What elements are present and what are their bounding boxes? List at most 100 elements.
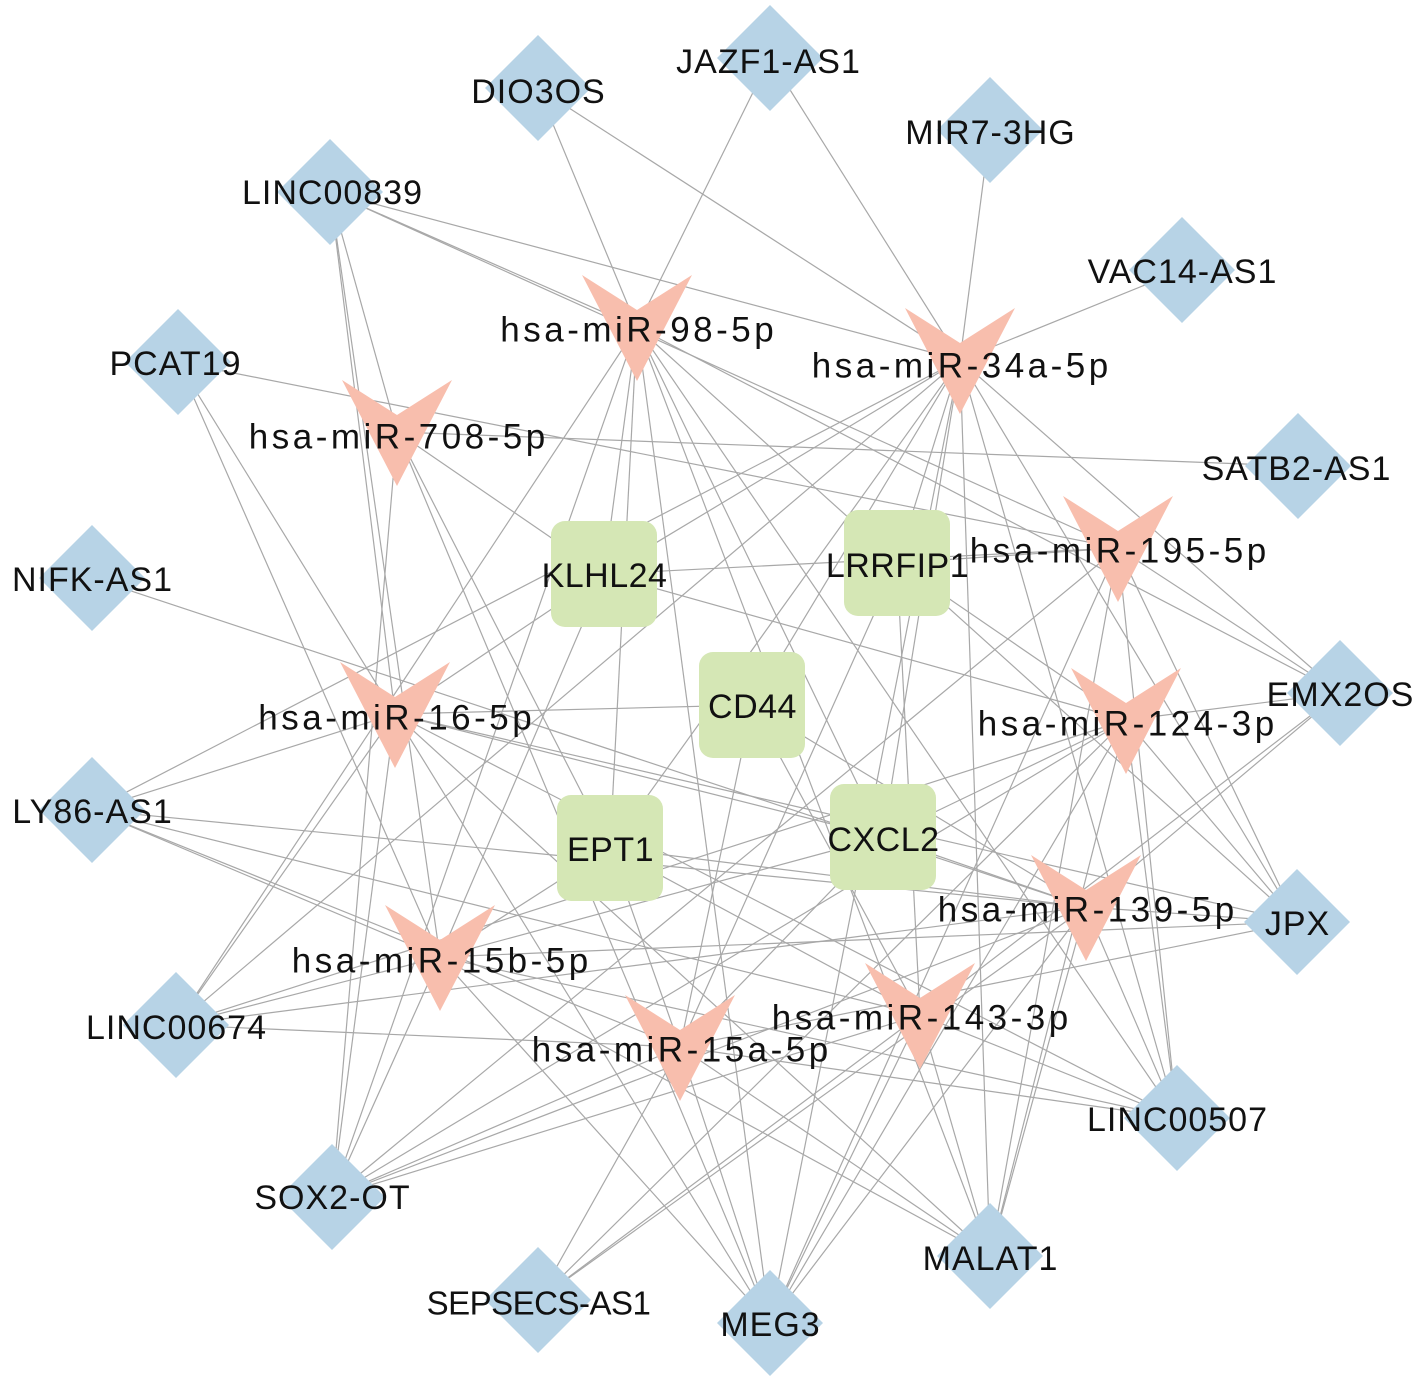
lncrna-node-jazf1-as1-label: JAZF1-AS1 bbox=[676, 43, 861, 81]
edge-hsa-mir-16-5p--sox2-ot bbox=[331, 713, 396, 1198]
edge-hsa-mir-139-5p--sepsecs-as1 bbox=[537, 906, 1087, 1301]
edge-hsa-mir-124-3p--malat1 bbox=[989, 719, 1127, 1257]
edge-hsa-mir-34a-5p--jpx bbox=[959, 359, 1298, 923]
mirna-node-hsa-mir-708-5p bbox=[342, 380, 452, 486]
mirna-node-hsa-mir-708-5p-label: hsa-miR-708-5p bbox=[249, 418, 549, 457]
lncrna-node-emx2os bbox=[1287, 640, 1393, 746]
lncrna-node-jazf1-as1 bbox=[717, 5, 823, 111]
edge-hsa-mir-15b-5p--malat1 bbox=[439, 956, 991, 1257]
mirna-node-hsa-mir-124-3p-label: hsa-miR-124-3p bbox=[978, 705, 1278, 744]
lncrna-node-malat1 bbox=[937, 1203, 1043, 1309]
lncrna-node-jpx bbox=[1244, 869, 1350, 975]
lncrna-node-linc00507 bbox=[1124, 1065, 1230, 1171]
mirna-node-hsa-mir-15b-5p bbox=[385, 905, 495, 1011]
edge-hsa-mir-16-5p--pcat19 bbox=[177, 361, 396, 715]
edge-hsa-mir-124-3p--sepsecs-as1 bbox=[537, 719, 1127, 1301]
lncrna-node-ly86-as1-label: LY86-AS1 bbox=[12, 793, 172, 831]
mrna-node-klhl24-label: KLHL24 bbox=[542, 557, 668, 595]
lncrna-node-sepsecs-as1-label: SEPSECS-AS1 bbox=[427, 1285, 651, 1322]
lncrna-node-mir7-3hg-label: MIR7-3HG bbox=[905, 114, 1075, 152]
edge-hsa-mir-708-5p--ept1 bbox=[396, 431, 611, 849]
lncrna-node-sox2-ot-label: SOX2-OT bbox=[254, 1179, 410, 1217]
lncrna-node-linc00674 bbox=[123, 972, 229, 1078]
mirna-node-hsa-mir-15a-5p bbox=[625, 995, 735, 1101]
edge-hsa-mir-124-3p--linc00507 bbox=[1125, 719, 1178, 1119]
edge-hsa-mir-34a-5p--jazf1-as1 bbox=[769, 57, 961, 361]
lncrna-node-linc00839 bbox=[277, 139, 383, 245]
mrna-node-klhl24 bbox=[551, 521, 657, 627]
edge-hsa-mir-15b-5p--sox2-ot bbox=[331, 956, 441, 1198]
edge-hsa-mir-98-5p--sox2-ot bbox=[331, 326, 638, 1198]
lncrna-node-jpx-label: JPX bbox=[1265, 905, 1330, 943]
mirna-node-hsa-mir-98-5p-label: hsa-miR-98-5p bbox=[500, 311, 777, 350]
edge-hsa-mir-98-5p--emx2os bbox=[636, 326, 1341, 694]
edge-hsa-mir-15a-5p--sepsecs-as1 bbox=[537, 1046, 681, 1301]
edge-hsa-mir-15a-5p--ly86-as1 bbox=[91, 809, 681, 1048]
edge-hsa-mir-195-5p--emx2os bbox=[1117, 547, 1341, 694]
lncrna-node-sepsecs-as1 bbox=[485, 1247, 591, 1353]
mrna-node-lrrfip1 bbox=[844, 510, 950, 616]
edge-hsa-mir-34a-5p--malat1 bbox=[959, 359, 991, 1257]
mirna-node-hsa-mir-34a-5p-label: hsa-miR-34a-5p bbox=[812, 347, 1112, 386]
edge-hsa-mir-98-5p--jazf1-as1 bbox=[636, 57, 771, 328]
mirna-node-hsa-mir-34a-5p bbox=[905, 308, 1015, 414]
lncrna-node-ly86-as1 bbox=[39, 757, 145, 863]
edge-hsa-mir-15b-5p--linc00839 bbox=[329, 191, 441, 958]
edge-hsa-mir-98-5p--malat1 bbox=[636, 326, 991, 1257]
edge-hsa-mir-195-5p--linc00507 bbox=[1117, 547, 1178, 1119]
edge-hsa-mir-708-5p--satb2-as1 bbox=[396, 431, 1299, 467]
edge-hsa-mir-34a-5p--ept1 bbox=[609, 359, 961, 849]
mirna-node-hsa-mir-16-5p bbox=[340, 662, 450, 768]
edge-hsa-mir-15a-5p--jpx bbox=[679, 921, 1298, 1048]
edge-hsa-mir-15a-5p--malat1 bbox=[679, 1046, 991, 1257]
edge-hsa-mir-139-5p--sox2-ot bbox=[331, 906, 1087, 1198]
mirna-node-hsa-mir-139-5p-label: hsa-miR-139-5p bbox=[938, 891, 1238, 930]
mirna-node-hsa-mir-124-3p bbox=[1071, 668, 1181, 774]
lncrna-node-dio3os bbox=[485, 35, 591, 141]
lncrna-node-emx2os-label: EMX2OS bbox=[1267, 676, 1415, 714]
edge-hsa-mir-15a-5p--linc00507 bbox=[679, 1046, 1178, 1119]
edge-hsa-mir-15b-5p--klhl24 bbox=[439, 573, 605, 958]
labels-layer: JAZF1-AS1DIO3OSMIR7-3HGLINC00839VAC14-AS… bbox=[12, 43, 1415, 1344]
edge-hsa-mir-34a-5p--linc00839 bbox=[329, 191, 961, 361]
edge-hsa-mir-15b-5p--linc00674 bbox=[175, 956, 441, 1026]
mirna-node-hsa-mir-15b-5p-label: hsa-miR-15b-5p bbox=[292, 942, 592, 981]
mrna-node-ept1 bbox=[557, 795, 663, 901]
mirna-node-hsa-mir-143-3p bbox=[865, 963, 975, 1069]
lncrna-node-mir7-3hg bbox=[937, 77, 1043, 183]
mirna-node-hsa-mir-195-5p-label: hsa-miR-195-5p bbox=[970, 532, 1270, 571]
mrna-node-cxcl2 bbox=[830, 784, 936, 890]
mrna-node-cd44-label: CD44 bbox=[708, 688, 797, 726]
edge-hsa-mir-98-5p--cxcl2 bbox=[636, 326, 884, 838]
edge-hsa-mir-15a-5p--cd44 bbox=[679, 704, 753, 1048]
lncrna-node-nifk-as1 bbox=[39, 525, 145, 631]
edge-hsa-mir-15b-5p--jpx bbox=[439, 921, 1298, 958]
lncrna-node-satb2-as1 bbox=[1245, 413, 1351, 519]
edge-hsa-mir-15b-5p--cxcl2 bbox=[439, 836, 884, 958]
lncrna-node-satb2-as1-label: SATB2-AS1 bbox=[1202, 450, 1392, 488]
edge-hsa-mir-16-5p--ly86-as1 bbox=[91, 713, 396, 811]
edge-hsa-mir-98-5p--jpx bbox=[636, 326, 1298, 923]
lncrna-node-dio3os-label: DIO3OS bbox=[471, 73, 605, 111]
edge-hsa-mir-143-3p--emx2os bbox=[919, 692, 1341, 1016]
edge-hsa-mir-34a-5p--dio3os bbox=[537, 87, 961, 361]
lncrna-node-pcat19 bbox=[125, 309, 231, 415]
edge-hsa-mir-34a-5p--klhl24 bbox=[603, 359, 961, 575]
edge-hsa-mir-195-5p--pcat19 bbox=[177, 361, 1119, 549]
edge-hsa-mir-16-5p--cxcl2 bbox=[394, 713, 884, 838]
edge-hsa-mir-143-3p--meg3 bbox=[769, 1014, 921, 1324]
mirna-node-hsa-mir-143-3p-label: hsa-miR-143-3p bbox=[772, 999, 1072, 1038]
lncrna-node-nifk-as1-label: NIFK-AS1 bbox=[12, 561, 173, 599]
lncrna-node-linc00674-label: LINC00674 bbox=[86, 1009, 267, 1047]
edge-hsa-mir-195-5p--sox2-ot bbox=[331, 547, 1119, 1198]
edge-hsa-mir-15b-5p--meg3 bbox=[439, 956, 771, 1324]
edge-hsa-mir-195-5p--linc00839 bbox=[329, 191, 1119, 549]
lncrna-node-sox2-ot bbox=[279, 1144, 385, 1250]
edge-hsa-mir-124-3p--klhl24 bbox=[603, 573, 1127, 721]
lncrna-node-linc00507-label: LINC00507 bbox=[1087, 1101, 1268, 1139]
edge-hsa-mir-124-3p--meg3 bbox=[769, 719, 1127, 1324]
lncrna-node-pcat19-label: PCAT19 bbox=[110, 345, 242, 383]
mrna-node-cxcl2-label: CXCL2 bbox=[827, 821, 939, 859]
edge-hsa-mir-124-3p--sox2-ot bbox=[331, 719, 1127, 1198]
